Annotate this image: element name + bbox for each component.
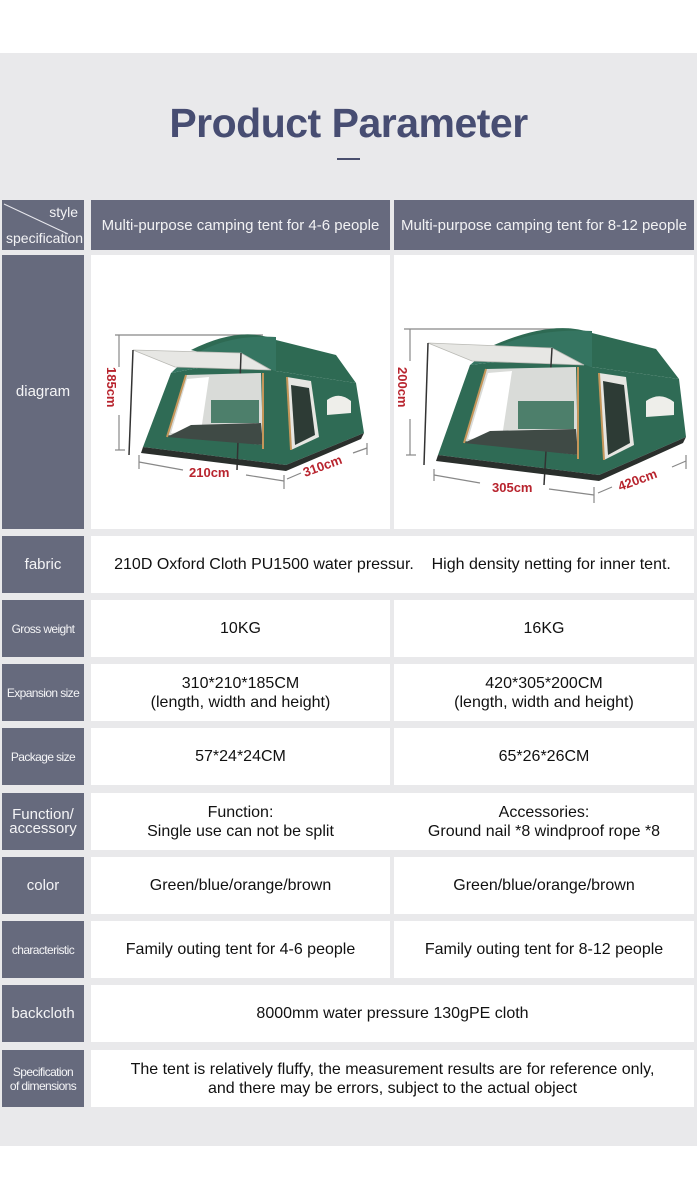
expansion-size-8-12: 420*305*200CM(length, width and height): [394, 664, 694, 721]
function-4-6: Function:Single use can not be split: [147, 803, 334, 840]
package-size-4-6: 57*24*24CM: [91, 728, 390, 785]
expansion-size-4-6-dims: 310*210*185CM: [181, 674, 300, 692]
svg-text:305cm: 305cm: [492, 480, 532, 495]
title-underline: [337, 158, 360, 160]
column-header-8-12: Multi-purpose camping tent for 8-12 peop…: [394, 200, 694, 250]
row-fabric: fabric 210D Oxford Cloth PU1500 water pr…: [0, 536, 697, 593]
diagram-8-12: 200cm 305cm 420cm: [394, 255, 694, 529]
row-gross-weight: Gross weight 10KG 16KG: [0, 600, 697, 657]
row-color: color Green/blue/orange/brown Green/blue…: [0, 857, 697, 914]
page-title: Product Parameter: [169, 100, 528, 146]
gross-weight-4-6: 10KG: [91, 600, 390, 657]
row-characteristic: characteristic Family outing tent for 4-…: [0, 921, 697, 978]
row-label-function-accessory: Function/accessory: [2, 793, 84, 850]
expansion-size-8-12-dims: 420*305*200CM: [485, 674, 603, 692]
diagram-4-6: 185cm 210cm 310cm: [91, 255, 390, 529]
row-label-color: color: [2, 857, 84, 914]
table-header-row: style specification Multi-purpose campin…: [0, 200, 697, 250]
row-label-fabric: fabric: [2, 536, 84, 593]
expansion-size-8-12-note: (length, width and height): [454, 693, 634, 711]
color-8-12: Green/blue/orange/brown: [394, 857, 694, 914]
row-label-backcloth: backcloth: [2, 985, 84, 1042]
backcloth-value: 8000mm water pressure 130gPE cloth: [91, 985, 694, 1042]
row-backcloth: backcloth 8000mm water pressure 130gPE c…: [0, 985, 697, 1042]
column-header-4-6: Multi-purpose camping tent for 4-6 peopl…: [91, 200, 390, 250]
row-label-characteristic: characteristic: [2, 921, 84, 978]
row-label-package-size: Package size: [2, 728, 84, 785]
row-expansion-size: Expansion size 310*210*185CM(length, wid…: [0, 664, 697, 721]
characteristic-8-12: Family outing tent for 8-12 people: [394, 921, 694, 978]
svg-text:200cm: 200cm: [395, 367, 410, 407]
corner-specification-label: specification: [6, 230, 84, 246]
corner-style-label: style: [49, 204, 78, 220]
svg-text:185cm: 185cm: [104, 367, 119, 407]
tent-diagram-icon: 200cm 305cm 420cm: [395, 328, 687, 503]
row-package-size: Package size 57*24*24CM 65*26*26CM: [0, 728, 697, 785]
style-specification-corner: style specification: [2, 200, 84, 250]
expansion-size-4-6: 310*210*185CM(length, width and height): [91, 664, 390, 721]
accessories-8-12: Accessories:Ground nail *8 windproof rop…: [427, 803, 661, 840]
row-label-diagram: diagram: [2, 255, 84, 529]
row-label-expansion-size: Expansion size: [2, 664, 84, 721]
function-accessory-value: [91, 793, 694, 850]
diagram-row: diagram: [0, 255, 697, 529]
row-function-accessory: Function/accessory Function:Single use c…: [0, 793, 697, 850]
fabric-value: 210D Oxford Cloth PU1500 water pressur. …: [91, 536, 694, 593]
expansion-size-4-6-note: (length, width and height): [150, 693, 331, 711]
row-label-gross-weight: Gross weight: [2, 600, 84, 657]
color-4-6: Green/blue/orange/brown: [91, 857, 390, 914]
gross-weight-8-12: 16KG: [394, 600, 694, 657]
package-size-8-12: 65*26*26CM: [394, 728, 694, 785]
spec-dimensions-value: The tent is relatively fluffy, the measu…: [91, 1050, 694, 1107]
diagonal-divider-icon: [3, 203, 69, 235]
tent-diagram-icon: 185cm 210cm 310cm: [104, 334, 368, 489]
characteristic-4-6: Family outing tent for 4-6 people: [91, 921, 390, 978]
svg-text:210cm: 210cm: [189, 465, 229, 480]
